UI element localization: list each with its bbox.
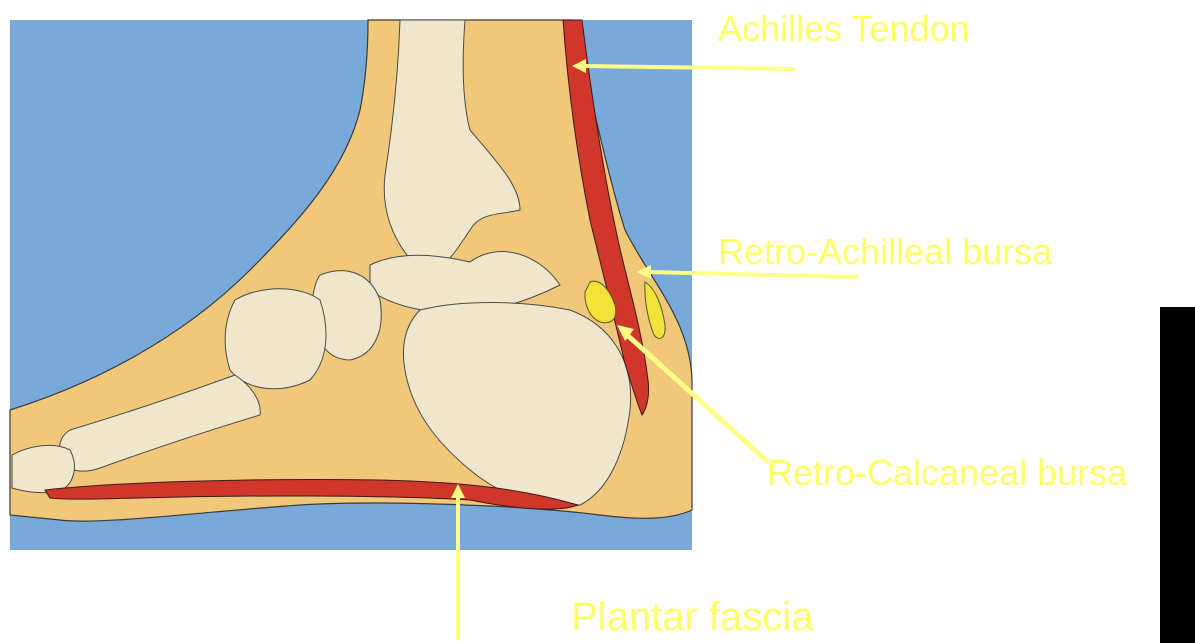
retro-achilleal-bursa-label: Retro-Achilleal bursa xyxy=(718,234,1052,270)
phalanx-bone xyxy=(12,445,74,492)
cuneiform-bone xyxy=(225,289,326,389)
plantar-fascia-label: Plantar fascia xyxy=(571,597,813,637)
retro-calcaneal-bursa-label: Retro-Calcaneal bursa xyxy=(767,455,1127,491)
achilles-tendon-label: Achilles Tendon xyxy=(718,11,970,47)
